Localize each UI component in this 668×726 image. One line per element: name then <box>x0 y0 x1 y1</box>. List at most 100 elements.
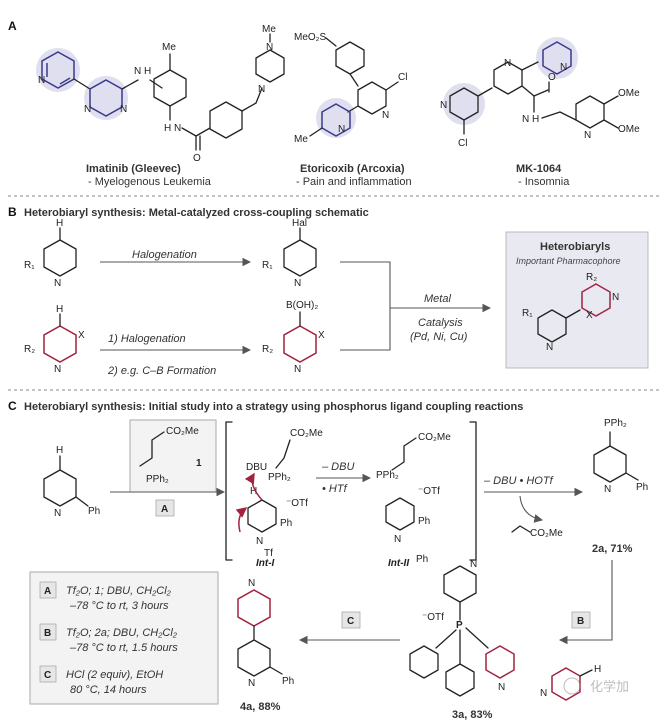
b-boronic-n: N <box>294 364 301 375</box>
b-product-subtitle: Important Pharmacophore <box>516 256 621 266</box>
c-3a-yield: 3a, 83% <box>452 709 493 721</box>
b-product-title: Heterobiaryls <box>540 241 610 253</box>
c-int-2: CO₂Me PPh₂ ⁻OTf N Ph Int-II <box>376 432 451 569</box>
b-metals: (Pd, Ni, Cu) <box>410 331 468 343</box>
panel-c-title: Heterobiaryl synthesis: Initial study in… <box>24 401 523 413</box>
b-boronic-label: B(OH)₂ <box>286 300 318 311</box>
etoricoxib-n1: N <box>382 110 389 121</box>
c-acrylate: CO₂Me <box>511 525 563 539</box>
c-2a-yield: 2a, 71% <box>592 543 633 555</box>
c-2a-n: N <box>604 484 611 495</box>
b-bottom-n: N <box>54 364 61 375</box>
b-top-r1: R₁ <box>24 260 35 271</box>
panel-c-label: C <box>8 399 17 413</box>
c-int1-tf: Tf <box>264 548 273 559</box>
c-reagent-box <box>129 419 217 493</box>
imatinib-n1: N <box>38 75 45 86</box>
c-int2-label: Int-II <box>388 558 409 569</box>
c-4a-yield: 4a, 88% <box>240 701 281 713</box>
imatinib-structure: N N N N H Me H N O N N Me <box>36 24 285 164</box>
c-minus-dbu-hotf: – DBU • HOTf <box>483 475 554 487</box>
c-condition-c: C HCl (2 equiv), EtOH 80 °C, 14 hours <box>39 665 163 696</box>
c-elimination-arrow <box>519 495 544 523</box>
panel-b-title: Heterobiaryl synthesis: Metal-catalyzed … <box>24 207 369 219</box>
b-hal-r1: R₁ <box>262 260 273 271</box>
c-int1-label: Int-I <box>256 558 275 569</box>
c-reagent-pph2: PPh₂ <box>146 474 169 485</box>
mk1064-use: - Insomnia <box>518 176 570 188</box>
panel-b-label: B <box>8 205 17 219</box>
c-condition-a: A Tf₂O; 1; DBU, CH₂Cl₂ –78 °C to rt, 3 h… <box>39 581 172 612</box>
c-3a-n2: N <box>498 682 505 693</box>
mk1064-cl: Cl <box>458 138 467 149</box>
c-start-ph: Ph <box>88 506 100 517</box>
c-2a-ph: Ph <box>636 482 648 493</box>
c-start-n: N <box>54 508 61 519</box>
b-product-x: X <box>586 310 593 321</box>
c-reagent-co2me: CO₂Me <box>166 426 199 437</box>
c-cond-b-line2: –78 °C to rt, 1.5 hours <box>69 642 178 654</box>
b-catalysis: Catalysis <box>418 317 463 329</box>
b-product-r1: R₁ <box>522 308 533 319</box>
b-bottom-x: X <box>78 330 85 341</box>
c-cond-c-line1: HCl (2 equiv), EtOH <box>66 669 163 681</box>
c-int1-h: H <box>250 486 257 497</box>
c-int1-ph: Ph <box>280 518 292 529</box>
b-boronic-acid: B(OH)₂ X N R₂ <box>262 300 325 375</box>
mk1064-ome1: OMe <box>618 88 640 99</box>
imatinib-o: O <box>193 153 201 164</box>
c-product-2a: PPh₂ N Ph <box>593 418 648 495</box>
c-int1-dbu: DBU <box>246 462 267 473</box>
mk1064-structure: N Cl N N O N H N OMe OMe <box>440 37 640 149</box>
imatinib-pip-n1: N <box>258 84 265 95</box>
c-cond-a-tag: A <box>44 586 51 597</box>
c-step-c-letter: C <box>347 616 354 627</box>
c-int2-co2me: CO₂Me <box>418 432 451 443</box>
etoricoxib-n2: N <box>338 124 345 135</box>
c-pyr-h: H <box>594 664 601 675</box>
c-cond-b-line1: Tf₂O; 2a; DBU, CH₂Cl₂ <box>66 627 178 639</box>
c-bracket-right <box>469 421 477 561</box>
c-cond-c-tag: C <box>44 670 51 681</box>
c-step-b-letter: B <box>577 616 584 627</box>
etoricoxib-name: Etoricoxib (Arcoxia) <box>300 163 405 175</box>
b-boronic-r2: R₂ <box>262 344 273 355</box>
b-metal: Metal <box>424 293 451 305</box>
c-4a-ph: Ph <box>282 676 294 687</box>
watermark: 化学加 <box>563 677 629 695</box>
c-cond-b-tag: B <box>44 628 51 639</box>
imatinib-nh-h: H <box>144 66 151 77</box>
etoricoxib-meo2s: MeO₂S <box>294 32 327 43</box>
panel-a-label: A <box>8 19 17 33</box>
imatinib-use: - Myelogenous Leukemia <box>88 176 212 188</box>
b-product-n2: N <box>612 292 619 303</box>
b-bottom-r2: R₂ <box>24 344 35 355</box>
etoricoxib-cl: Cl <box>398 72 407 83</box>
b-top-n: N <box>54 278 61 289</box>
watermark-text: 化学加 <box>590 679 629 694</box>
b-product-r2: R₂ <box>586 272 597 283</box>
b-top-h: H <box>56 218 63 229</box>
b-step2a-label: 1) Halogenation <box>108 333 186 345</box>
c-minus-dbu: – DBU <box>321 461 354 473</box>
c-4a-n2: N <box>248 678 255 689</box>
mk1064-amide-n: N <box>522 114 529 125</box>
b-step1-label: Halogenation <box>132 249 197 261</box>
c-4a-n1: N <box>248 578 255 589</box>
c-step-a-tag <box>155 499 175 517</box>
b-boronic-x: X <box>318 330 325 341</box>
c-3a-p: P <box>456 620 463 631</box>
c-step-a-letter: A <box>161 504 168 515</box>
b-hal-n: N <box>294 278 301 289</box>
c-int2-n: N <box>394 534 401 545</box>
c-product-3a: N Ph P ⁻OTf N <box>409 554 515 697</box>
c-acrylate-co2me: CO₂Me <box>530 528 563 539</box>
c-int2-otf: ⁻OTf <box>418 486 440 497</box>
c-reagent-1: CO₂Me PPh₂ 1 <box>139 426 202 485</box>
mk1064-ome2: OMe <box>618 124 640 135</box>
imatinib-pip-n2: N <box>266 42 273 53</box>
mk1064-n1: N <box>440 100 447 111</box>
c-htf: • HTf <box>322 483 348 495</box>
c-pyr-n: N <box>540 688 547 699</box>
